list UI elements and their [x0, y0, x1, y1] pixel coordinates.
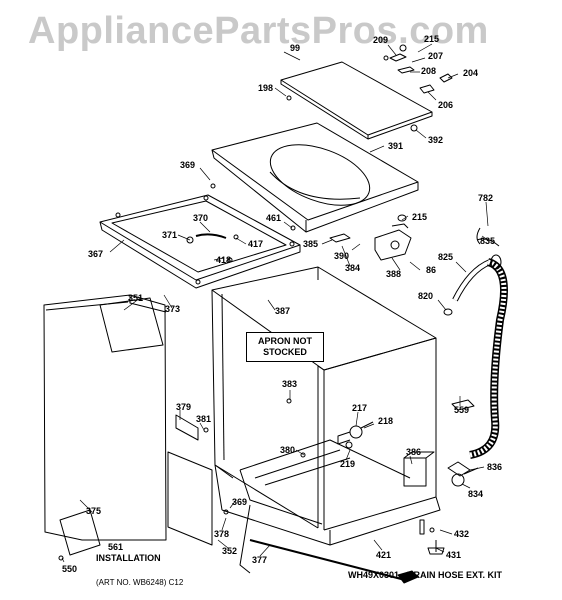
part-label-215-lower: 215 [412, 212, 428, 222]
apron-note-line-1: APRON NOT [258, 336, 312, 346]
water-valve-part [448, 462, 478, 486]
part-label-219: 219 [340, 459, 356, 469]
part-label-417: 417 [248, 239, 264, 249]
part-label-390: 390 [334, 251, 350, 261]
apron-not-stocked-note: APRON NOT STOCKED [246, 332, 324, 362]
part-label-559: 559 [454, 405, 470, 415]
part-label-379: 379 [176, 402, 192, 412]
installation-booklet [60, 510, 100, 555]
part-label-198: 198 [258, 83, 274, 93]
leader-lines [62, 44, 488, 562]
part-label-351: 351 [128, 293, 144, 303]
part-label-550: 550 [62, 564, 78, 574]
part-label-352: 352 [222, 546, 238, 556]
part-label-432: 432 [454, 529, 470, 539]
part-label-834: 834 [468, 489, 484, 499]
part-label-782: 782 [478, 193, 494, 203]
part-label-378: 378 [214, 529, 230, 539]
part-label-371: 371 [162, 230, 178, 240]
kick-panel-part [168, 415, 212, 545]
part-label-370: 370 [193, 213, 209, 223]
lid-part [281, 62, 432, 139]
part-label-384: 384 [345, 263, 361, 273]
art-number-note: (ART NO. WB6248) C12 [96, 578, 184, 587]
part-label-825: 825 [438, 252, 454, 262]
part-label-369-top: 369 [180, 160, 196, 170]
part-label-215: 215 [424, 34, 440, 44]
part-label-388: 388 [386, 269, 402, 279]
part-label-209: 209 [373, 35, 389, 45]
part-label-392: 392 [428, 135, 444, 145]
part-label-561: 561 [108, 542, 124, 552]
part-label-383: 383 [282, 379, 298, 389]
part-label-820: 820 [418, 291, 434, 301]
part-label-836: 836 [487, 462, 503, 472]
drain-hose-part [444, 255, 504, 455]
part-label-204: 204 [463, 68, 479, 78]
front-panel-part [44, 295, 166, 540]
part-label-377: 377 [252, 555, 268, 565]
part-label-207: 207 [428, 51, 444, 61]
top-cover-part [212, 123, 418, 232]
part-label-217: 217 [352, 403, 368, 413]
cabinet-part [212, 267, 440, 573]
part-label-99: 99 [290, 43, 301, 53]
part-label-375: 375 [86, 506, 102, 516]
part-label-386: 386 [406, 447, 422, 457]
lid-hinge-parts [287, 45, 452, 131]
part-label-387: 387 [275, 306, 291, 316]
shipping-bar-part [250, 540, 418, 583]
installation-label: INSTALLATION [96, 553, 161, 563]
part-label-381: 381 [196, 414, 212, 424]
part-label-369-bottom: 369 [232, 497, 248, 507]
part-label-206: 206 [438, 100, 454, 110]
part-label-835: 835 [480, 236, 496, 246]
inlet-valve-parts [338, 422, 373, 448]
apron-note-line-2: STOCKED [263, 347, 307, 357]
part-label-421: 421 [376, 550, 392, 560]
part-label-418: 418 [216, 255, 232, 265]
part-label-380: 380 [280, 445, 296, 455]
drain-hose-kit-note: WH49X0301 · DRAIN HOSE EXT. KIT [348, 570, 503, 580]
part-label-391: 391 [388, 141, 404, 151]
part-label-86: 86 [426, 265, 437, 275]
part-label-461: 461 [266, 213, 282, 223]
part-label-431: 431 [446, 550, 462, 560]
part-label-208: 208 [421, 66, 437, 76]
part-label-367: 367 [88, 249, 104, 259]
top-frame-part [100, 195, 300, 288]
part-label-385: 385 [303, 239, 319, 249]
part-label-373: 373 [165, 304, 181, 314]
part-label-218: 218 [378, 416, 394, 426]
small-hardware [59, 184, 474, 560]
site-watermark: AppliancePartsPros.com [28, 10, 489, 52]
